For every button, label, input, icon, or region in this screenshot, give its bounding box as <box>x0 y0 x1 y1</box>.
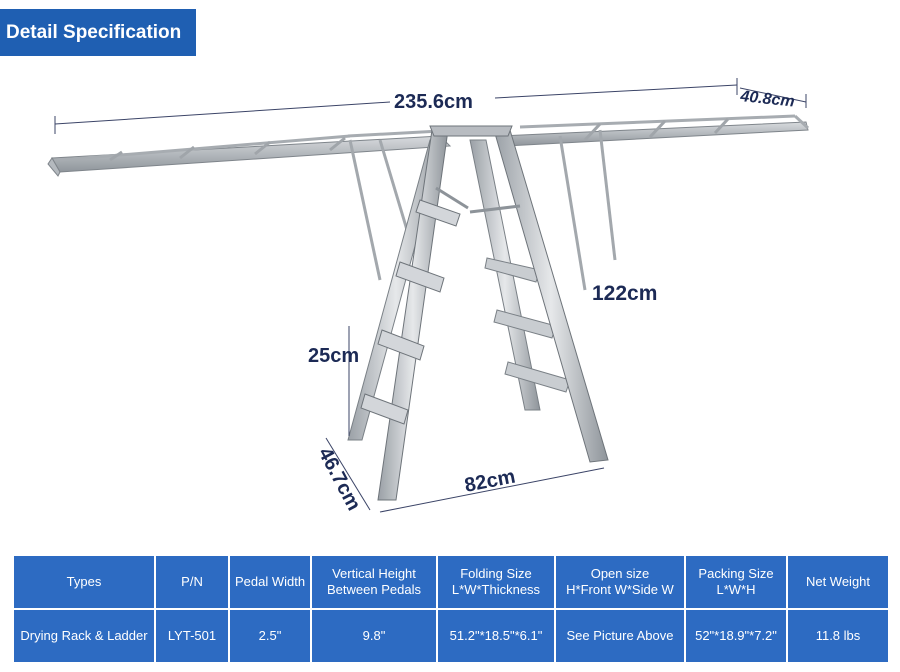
ladder-drawing: 235.6cm 40.8cm 122cm 25cm 46.7cm 82cm <box>47 78 810 514</box>
product-diagram: 235.6cm 40.8cm 122cm 25cm 46.7cm 82cm <box>0 60 900 550</box>
front-steps <box>360 199 461 425</box>
header-pn: P/N <box>156 556 228 608</box>
header-pedal-width: Pedal Width <box>230 556 310 608</box>
foot-depth-label: 46.7cm <box>314 444 365 514</box>
depth-label: 40.8cm <box>739 88 796 111</box>
cell-pn: LYT-501 <box>156 610 228 662</box>
cell-net-weight: 11.8 lbs <box>788 610 888 662</box>
page-title: Detail Specification <box>0 9 196 56</box>
length-label: 235.6cm <box>394 91 473 113</box>
pedal-spacing-label: 25cm <box>308 345 359 367</box>
header-types: Types <box>14 556 154 608</box>
cell-packing-size: 52"*18.9"*7.2" <box>686 610 786 662</box>
header-net-weight: Net Weight <box>788 556 888 608</box>
cell-types: Drying Rack & Ladder <box>14 610 154 662</box>
cell-folding-size: 51.2"*18.5"*6.1" <box>438 610 554 662</box>
cell-pedal-width: 2.5" <box>230 610 310 662</box>
dimension-lines <box>54 78 807 513</box>
cell-vertical-height: 9.8" <box>312 610 436 662</box>
height-label: 122cm <box>592 282 657 305</box>
hinge-braces <box>435 186 521 214</box>
table-row: Drying Rack & Ladder LYT-501 2.5" 9.8" 5… <box>14 610 888 662</box>
foot-width-label: 82cm <box>463 466 517 497</box>
cell-open-size: See Picture Above <box>556 610 684 662</box>
rear-steps <box>484 257 571 393</box>
